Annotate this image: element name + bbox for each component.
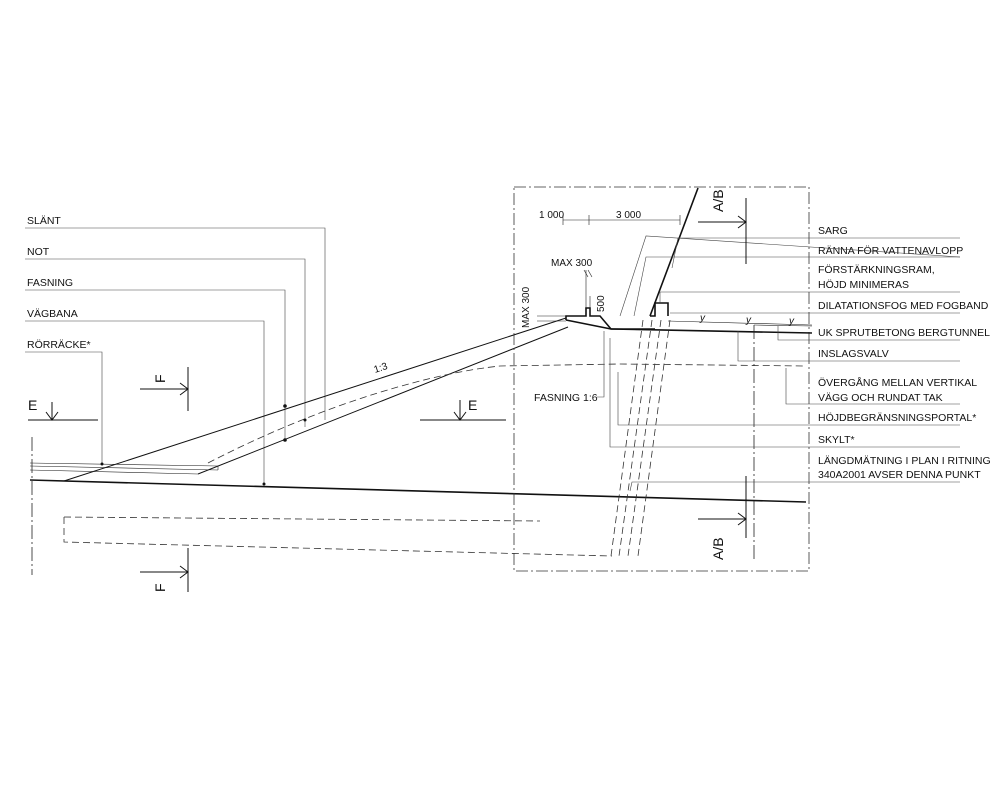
section-f-bottom-arrowhead — [179, 565, 189, 579]
slope-line-upper — [63, 317, 567, 482]
leader-not — [25, 258, 306, 427]
portal-wall-dashed-3 — [627, 319, 662, 557]
detail-frame — [513, 186, 810, 572]
dimension-group: 1 000 3 000 MAX 300 MAX 300 500 1:3 FASN… — [373, 210, 681, 404]
section-f-bottom-letter: F — [152, 583, 168, 592]
leader-fasning-slope — [597, 331, 605, 398]
label-slant: SLÄNT — [27, 215, 61, 227]
label-hojdbegransning: HÖJDBEGRÄNSNINGSPORTAL* — [818, 412, 976, 424]
section-marks: E E F F A/B A/B — [28, 189, 747, 592]
marker-slant — [283, 404, 287, 408]
left-label-group: SLÄNT NOT FASNING VÄGBANA RÖRRÄCKE* — [27, 215, 91, 351]
road-and-embankment — [29, 317, 807, 575]
leader-fasning — [25, 289, 286, 440]
section-f-top-letter: F — [152, 374, 168, 383]
label-ranna: RÄNNA FÖR VATTENAVLOPP — [818, 245, 963, 257]
reinforcement-frame — [650, 302, 669, 317]
sprutbetong-line — [753, 324, 813, 327]
label-skylt: SKYLT* — [818, 434, 855, 446]
portal-wall-dashed-1 — [610, 319, 644, 557]
label-inslagsvalv: INSLAGSVALV — [818, 348, 889, 360]
label-vagbana: VÄGBANA — [27, 308, 78, 320]
section-ab-bottom-letter: A/B — [710, 537, 726, 560]
label-forstarkning-2: HÖJD MINIMERAS — [818, 279, 909, 291]
dim-500: 500 — [596, 295, 607, 312]
leader-overgang — [785, 368, 960, 405]
tunnel-roof-line — [610, 328, 813, 334]
foundation-dashed-upper — [63, 516, 541, 522]
section-e-left-arrowhead — [45, 411, 59, 421]
leader-ranna-2 — [633, 256, 960, 317]
leader-inslagsvalv — [737, 331, 960, 362]
leader-rorracke — [25, 351, 103, 464]
portal-face-line — [649, 187, 699, 317]
leader-langdmatning — [629, 481, 960, 492]
road-surface-line — [29, 479, 807, 503]
marker-fasning — [283, 438, 287, 442]
section-e-right-arrowhead — [453, 411, 467, 421]
leader-forstarkning — [659, 291, 960, 303]
right-label-group: SARG RÄNNA FÖR VATTENAVLOPP FÖRSTÄRKNING… — [818, 225, 991, 481]
dim-3000: 3 000 — [616, 210, 641, 221]
label-sarg: SARG — [818, 225, 848, 237]
leader-vagbana — [25, 320, 265, 484]
rail-bottom — [29, 469, 199, 475]
section-e-left-letter: E — [28, 397, 37, 413]
marker-vagbana — [262, 482, 266, 486]
rail-top — [29, 462, 219, 467]
dim-max300-horizontal: MAX 300 — [551, 258, 593, 269]
leader-uk-sprutbetong — [777, 326, 960, 341]
label-langdmatning-1: LÄNGDMÄTNING I PLAN I RITNING — [818, 455, 991, 467]
y-symbol-1: y — [699, 313, 706, 324]
leader-skylt — [609, 338, 960, 448]
label-dilatation: DILATATIONSFOG MED FOGBAND — [818, 300, 989, 312]
label-rorracke: RÖRRÄCKE* — [27, 339, 91, 351]
portal-structure: y y y — [513, 186, 813, 572]
leader-ranna — [619, 235, 961, 317]
dim-max300-vertical: MAX 300 — [521, 286, 532, 328]
label-overgang-1: ÖVERGÅNG MELLAN VERTIKAL — [818, 376, 977, 389]
label-forstarkning-1: FÖRSTÄRKNINGSRAM, — [818, 264, 935, 276]
section-ab-top-letter: A/B — [710, 189, 726, 212]
slope-ratio: 1:3 — [373, 361, 390, 376]
tunnel-inner-line — [667, 320, 813, 326]
label-fasning-slope: FASNING 1:6 — [534, 392, 598, 404]
label-overgang-2: VÄGG OCH RUNDAT TAK — [818, 392, 943, 404]
marker-rorracke — [100, 462, 104, 466]
foundation-dashed-lower — [63, 517, 613, 557]
section-e-right-letter: E — [468, 397, 477, 413]
dim-1000: 1 000 — [539, 210, 564, 221]
portal-curb-bottom — [565, 319, 612, 330]
section-f-top-arrowhead — [179, 382, 189, 396]
label-not: NOT — [27, 246, 50, 258]
leader-hojdbegransning — [617, 372, 960, 426]
leader-slant — [25, 227, 326, 420]
dim-max300-tick-2 — [587, 269, 593, 278]
portal-wall-dashed-4 — [637, 319, 671, 557]
section-ab-bottom-arrowhead — [737, 512, 747, 526]
section-ab-top-arrowhead — [737, 215, 747, 229]
label-fasning: FASNING — [27, 277, 73, 289]
left-leader-lines — [25, 227, 326, 484]
slope-line-lower — [197, 326, 569, 475]
right-leader-lines — [609, 235, 961, 492]
y-symbol-3: y — [788, 316, 795, 327]
portal-curb — [565, 307, 655, 330]
label-uk-sprutbetong: UK SPRUTBETONG BERGTUNNEL — [818, 327, 990, 339]
label-langdmatning-2: 340A2001 AVSER DENNA PUNKT — [818, 469, 981, 481]
portal-wall-dashed-2 — [618, 319, 653, 557]
rail-mid — [29, 465, 219, 471]
y-symbol-2: y — [745, 315, 752, 326]
marker-not — [303, 418, 307, 422]
embankment-dashed-curve — [207, 363, 807, 464]
